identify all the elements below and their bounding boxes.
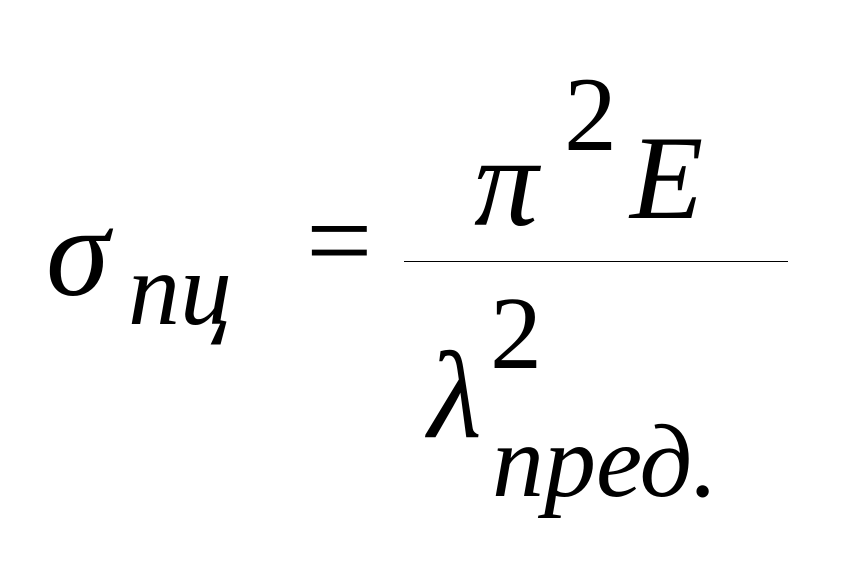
numerator-exponent: 2: [564, 56, 617, 173]
lhs-subscript: пц: [128, 232, 232, 347]
denominator-subscript: пред.: [492, 404, 719, 519]
modulus-symbol: E: [630, 111, 704, 244]
fraction-bar: [404, 261, 788, 262]
lambda-symbol: λ: [428, 327, 482, 464]
equals-sign: =: [306, 175, 373, 306]
sigma-symbol: σ: [46, 181, 110, 323]
pi-symbol: π: [474, 111, 539, 253]
denominator-exponent: 2: [490, 276, 542, 391]
